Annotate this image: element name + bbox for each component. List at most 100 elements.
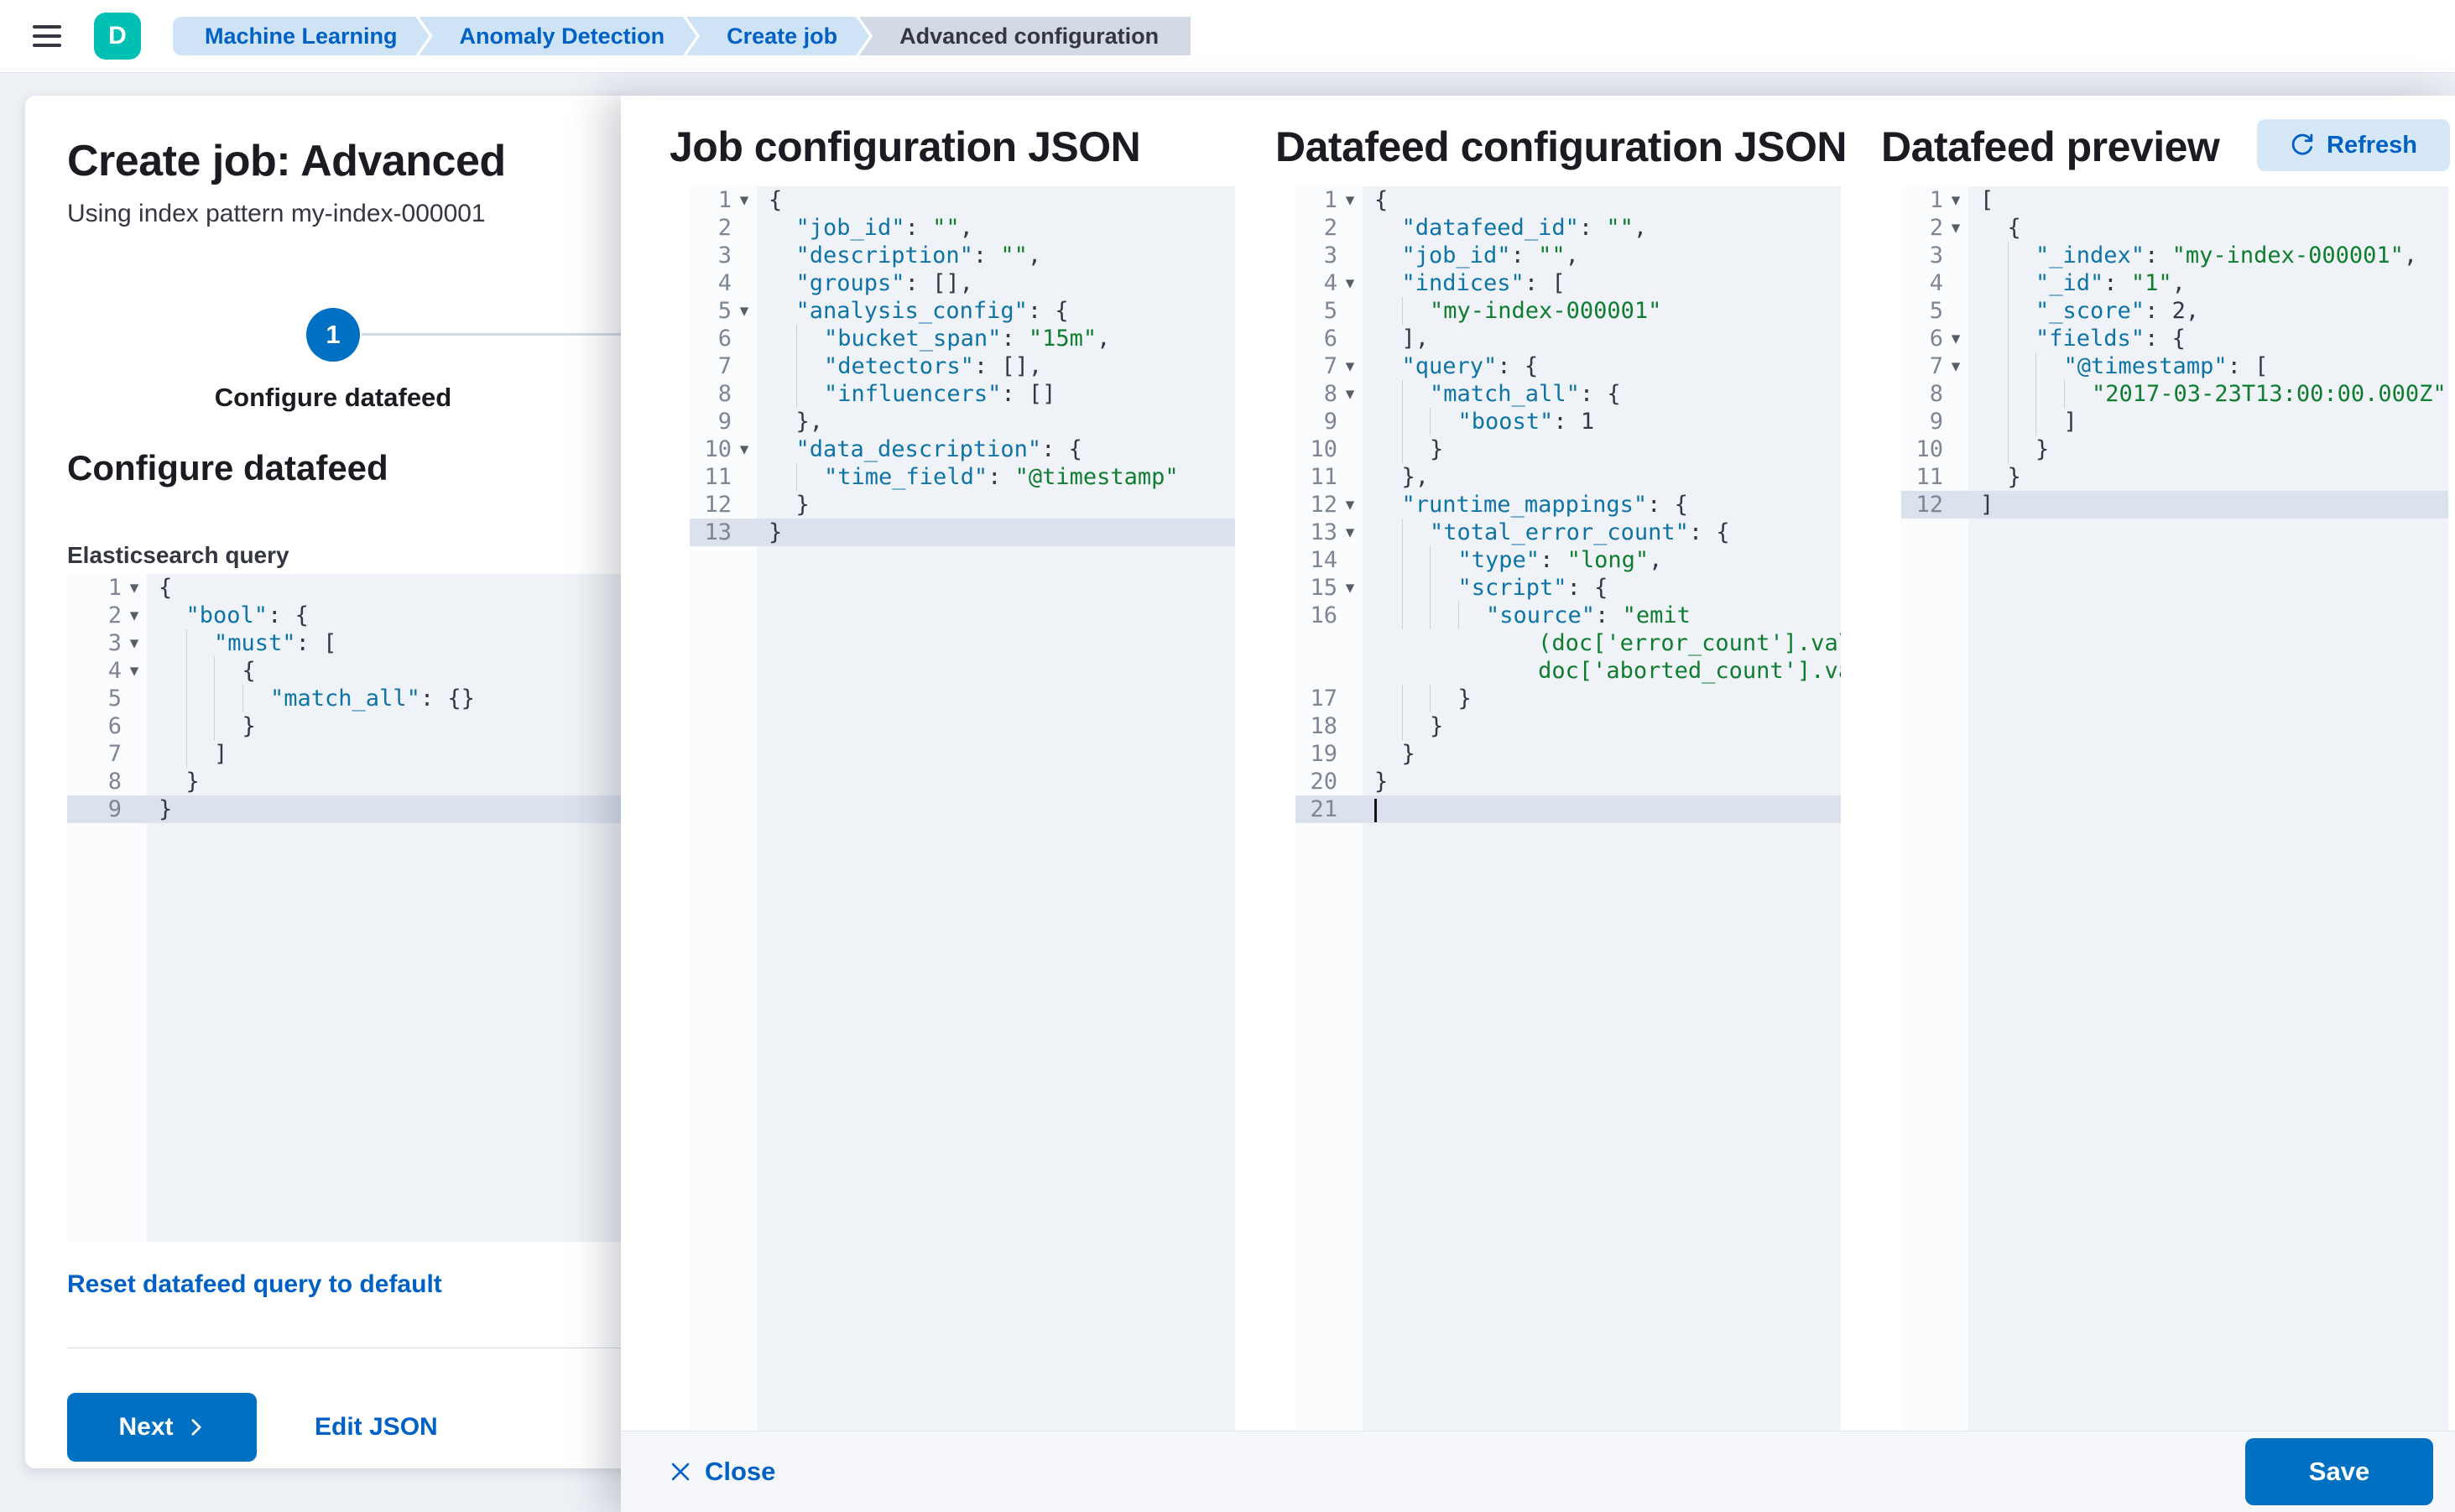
refresh-button-label: Refresh (2327, 131, 2417, 159)
step-1-indicator[interactable]: 1 (306, 308, 360, 362)
edit-json-link[interactable]: Edit JSON (315, 1413, 438, 1441)
code-text: "time_field": "@timestamp" (757, 463, 1235, 491)
editor-empty-area (67, 823, 633, 1242)
code-line: 4▾ "indices": [ (1295, 269, 1841, 297)
code-line: 13} (690, 519, 1235, 546)
editor-gutter: 3 (1295, 242, 1363, 269)
top-navigation-bar: D Machine Learning Anomaly Detection Cre… (0, 0, 2455, 73)
code-line: 11 "time_field": "@timestamp" (690, 463, 1235, 491)
chevron-right-icon (187, 1416, 206, 1438)
line-number: 2 (1929, 215, 1943, 241)
code-line: 5▾ "analysis_config": { (690, 297, 1235, 325)
line-number: 1 (107, 575, 122, 601)
editor-gutter: 7▾ (1295, 352, 1363, 380)
fold-arrow-icon[interactable]: ▾ (129, 633, 139, 653)
index-pattern-subtitle: Using index pattern my-index-000001 (67, 200, 486, 227)
editor-gutter: 4▾ (1295, 269, 1363, 297)
editor-gutter: 6▾ (1901, 325, 1968, 352)
code-text: "runtime_mappings": { (1363, 491, 1841, 519)
fold-arrow-icon[interactable]: ▾ (1345, 356, 1355, 376)
code-line: 7 "detectors": [], (690, 352, 1235, 380)
fold-arrow-icon[interactable]: ▾ (129, 577, 139, 597)
space-avatar[interactable]: D (94, 13, 141, 60)
line-number: 6 (717, 326, 732, 352)
hamburger-icon (31, 23, 63, 49)
editor-gutter (1295, 629, 1363, 657)
editor-gutter: 8 (690, 380, 757, 408)
fold-arrow-icon[interactable]: ▾ (739, 190, 749, 210)
reset-datafeed-query-link[interactable]: Reset datafeed query to default (67, 1270, 442, 1298)
fold-arrow-icon[interactable]: ▾ (1951, 356, 1961, 376)
line-number: 2 (1323, 215, 1337, 241)
fold-arrow-icon[interactable]: ▾ (129, 660, 139, 680)
editor-gutter: 5 (1901, 297, 1968, 325)
code-line: 2 "datafeed_id": "", (1295, 214, 1841, 242)
code-text: "bool": { (147, 602, 633, 629)
elasticsearch-query-editor[interactable]: 1▾{2▾ "bool": {3▾ "must": [4▾ {5 "match_… (67, 574, 633, 1242)
advanced-json-flyout: Job configuration JSON Datafeed configur… (621, 96, 2455, 1512)
hamburger-menu-button[interactable] (23, 13, 70, 60)
refresh-button[interactable]: Refresh (2257, 119, 2450, 171)
editor-gutter: 4 (690, 269, 757, 297)
editor-gutter: 5▾ (690, 297, 757, 325)
datafeed-preview-heading: Datafeed preview (1881, 123, 2220, 170)
line-number: 6 (107, 713, 122, 739)
code-line: 8 "influencers": [] (690, 380, 1235, 408)
fold-arrow-icon[interactable]: ▾ (1345, 577, 1355, 597)
close-button[interactable]: Close (670, 1457, 775, 1487)
line-number: 4 (1929, 270, 1943, 296)
line-number: 5 (107, 686, 122, 712)
editor-empty-area (1901, 519, 2448, 1431)
fold-arrow-icon[interactable]: ▾ (1345, 522, 1355, 542)
fold-arrow-icon[interactable]: ▾ (1345, 494, 1355, 514)
editor-gutter (67, 823, 147, 1242)
editor-background (1363, 823, 1841, 1431)
editor-gutter: 10 (1901, 435, 1968, 463)
line-number: 9 (1929, 409, 1943, 435)
editor-background (147, 823, 633, 1242)
code-line: 2 "job_id": "", (690, 214, 1235, 242)
code-text: "indices": [ (1363, 269, 1841, 297)
fold-arrow-icon[interactable]: ▾ (1951, 217, 1961, 237)
fold-arrow-icon[interactable]: ▾ (739, 439, 749, 459)
code-line: 14 "type": "long", (1295, 546, 1841, 574)
editor-gutter: 9 (1295, 408, 1363, 435)
code-text: "type": "long", (1363, 546, 1841, 574)
code-text: "groups": [], (757, 269, 1235, 297)
datafeed-configuration-json-editor[interactable]: 1▾{2 "datafeed_id": "",3 "job_id": "",4▾… (1295, 186, 1841, 1431)
fold-arrow-icon[interactable]: ▾ (129, 605, 139, 625)
line-number: 4 (107, 658, 122, 684)
code-text: } (757, 491, 1235, 519)
code-line: 3 "description": "", (690, 242, 1235, 269)
job-configuration-json-editor[interactable]: 1▾{2 "job_id": "",3 "description": "",4 … (690, 186, 1235, 1431)
editor-background (1968, 519, 2448, 1431)
fold-arrow-icon[interactable]: ▾ (739, 300, 749, 321)
code-text: "influencers": [] (757, 380, 1235, 408)
editor-gutter (1295, 657, 1363, 685)
code-line: 11 } (1901, 463, 2448, 491)
breadcrumb-create-job[interactable]: Create job (686, 17, 869, 55)
editor-gutter: 18 (1295, 712, 1363, 740)
code-text: ] (147, 740, 633, 768)
save-button[interactable]: Save (2245, 1438, 2433, 1505)
fold-arrow-icon[interactable]: ▾ (1345, 273, 1355, 293)
code-line: 7▾ "@timestamp": [ (1901, 352, 2448, 380)
editor-gutter: 5 (1295, 297, 1363, 325)
editor-gutter: 3 (690, 242, 757, 269)
next-button[interactable]: Next (67, 1393, 257, 1462)
line-number: 5 (717, 298, 732, 324)
fold-arrow-icon[interactable]: ▾ (1345, 383, 1355, 404)
datafeed-preview-editor[interactable]: 1▾[2▾ {3 "_index": "my-index-000001",4 "… (1901, 186, 2448, 1431)
line-number: 9 (1323, 409, 1337, 435)
fold-arrow-icon[interactable]: ▾ (1345, 190, 1355, 210)
line-number: 7 (717, 353, 732, 379)
breadcrumb-machine-learning[interactable]: Machine Learning (173, 17, 430, 55)
code-line: 13▾ "total_error_count": { (1295, 519, 1841, 546)
fold-arrow-icon[interactable]: ▾ (1951, 190, 1961, 210)
fold-arrow-icon[interactable]: ▾ (1951, 328, 1961, 348)
breadcrumb-anomaly-detection[interactable]: Anomaly Detection (420, 17, 697, 55)
line-number: 3 (1323, 242, 1337, 269)
code-line: 6▾ "fields": { (1901, 325, 2448, 352)
line-number: 10 (704, 436, 732, 462)
code-line: 6 } (67, 712, 633, 740)
